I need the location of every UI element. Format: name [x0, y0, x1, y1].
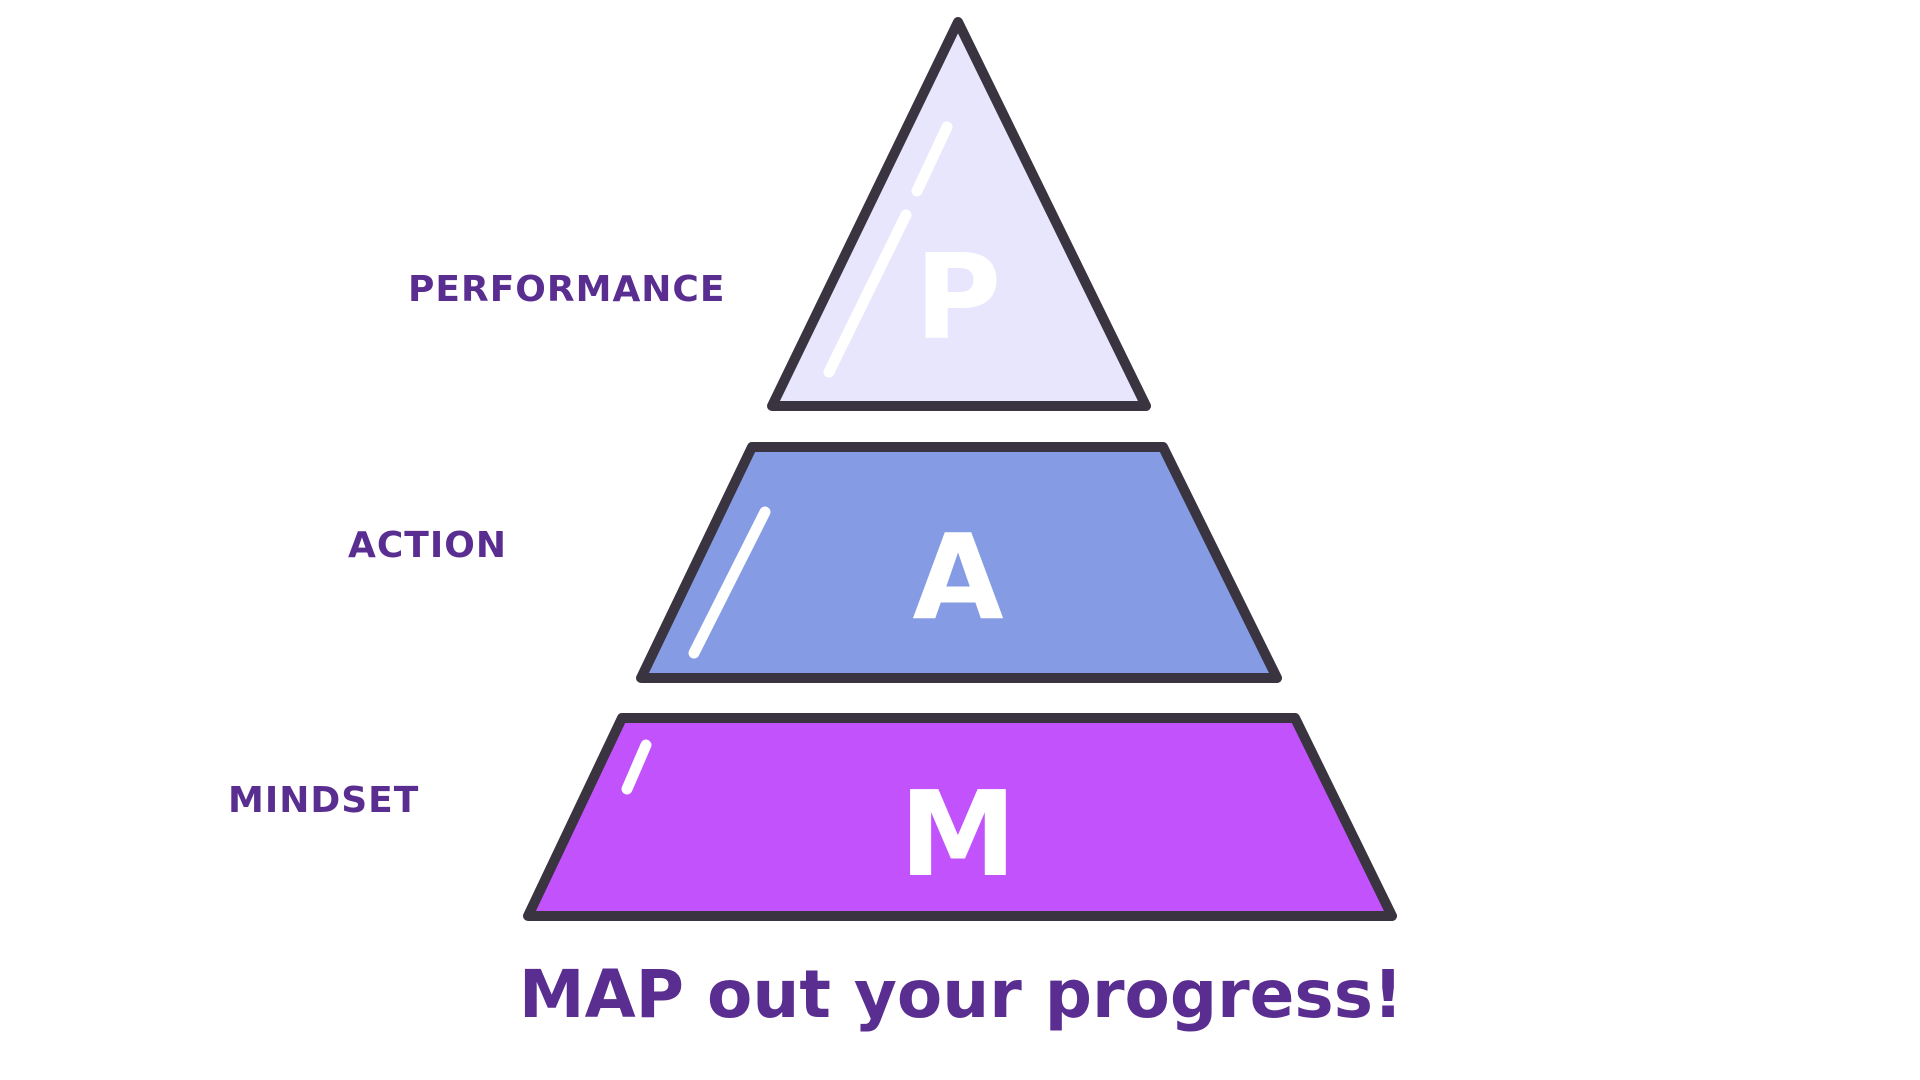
pyramid-tier-action: A — [636, 442, 1282, 683]
tier-letter-mindset: M — [899, 765, 1016, 903]
tier-letter-action: A — [912, 508, 1003, 646]
highlight-stroke — [688, 506, 771, 659]
tagline-text: MAP out your progress! — [518, 956, 1404, 1033]
tier-label-action: ACTION — [348, 525, 507, 566]
highlight-stroke — [621, 739, 652, 795]
tier-shape-mindset — [523, 713, 1397, 921]
tier-shape-action — [636, 442, 1282, 683]
tier-label-mindset: MINDSET — [228, 780, 420, 821]
highlight-stroke — [823, 209, 912, 378]
highlight-stroke — [911, 121, 953, 197]
tagline-container: MAP out your progress! — [0, 962, 1920, 1028]
tier-label-performance: PERFORMANCE — [408, 269, 726, 310]
pyramid-tier-mindset: M — [523, 713, 1397, 921]
pyramid-tier-performance: P — [767, 17, 1151, 411]
tier-letter-performance: P — [915, 228, 1001, 366]
